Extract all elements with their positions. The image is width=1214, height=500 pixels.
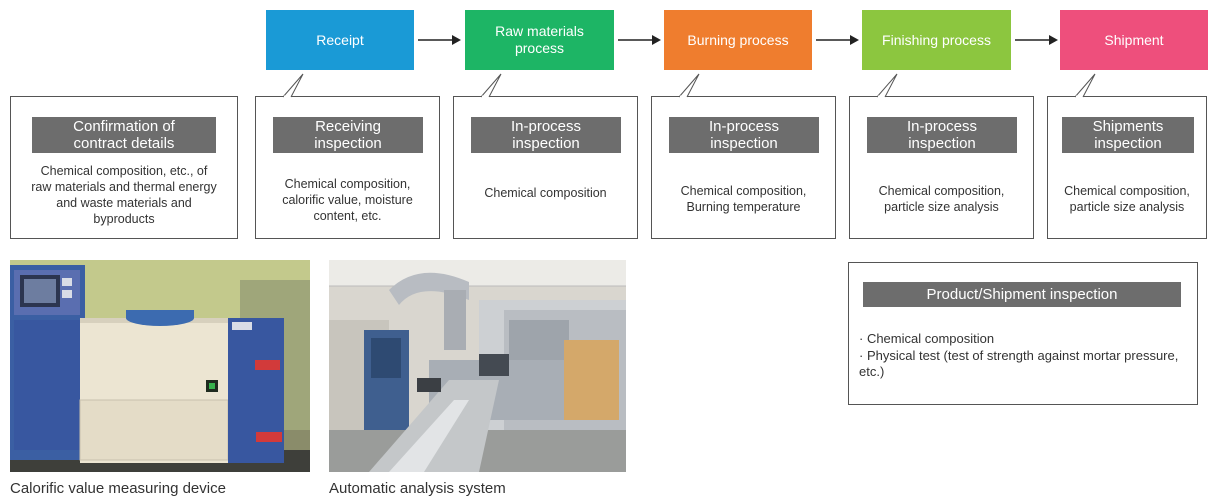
inspection-title: Shipments inspection xyxy=(1062,117,1194,153)
flow-arrow-icon xyxy=(418,35,461,45)
inspection-text: Chemical composition, particle size anal… xyxy=(1064,184,1190,214)
calorific-device-photo xyxy=(10,260,310,472)
analysis-system-photo xyxy=(329,260,626,472)
inspection-box-shipments: Shipments inspection Chemical compositio… xyxy=(1047,96,1207,239)
callout-pointer-icon xyxy=(480,73,502,98)
inspection-title: In-process inspection xyxy=(669,117,819,153)
inspection-box-contract: Confirmation of contract details Chemica… xyxy=(10,96,238,239)
photo-caption: Calorific value measuring device xyxy=(10,480,226,497)
inspection-title: Receiving inspection xyxy=(273,117,423,153)
inspection-title: In-process inspection xyxy=(471,117,621,153)
list-item: · Physical test (test of strength agains… xyxy=(859,348,1179,379)
callout-pointer-icon xyxy=(1074,73,1096,98)
process-raw-materials: Raw materials process xyxy=(465,10,614,70)
product-inspection-title: Product/Shipment inspection xyxy=(863,282,1181,307)
photo-caption: Automatic analysis system xyxy=(329,480,506,497)
inspection-text: Chemical composition, particle size anal… xyxy=(878,184,1005,214)
product-inspection-list: · Chemical composition · Physical test (… xyxy=(859,331,1189,381)
process-label: Finishing process xyxy=(882,31,991,48)
process-label: Burning process xyxy=(687,31,789,48)
inspection-title: Confirmation of contract details xyxy=(32,117,216,153)
process-receipt: Receipt xyxy=(266,10,414,70)
inspection-text: Chemical composition, etc., of raw mater… xyxy=(31,164,217,226)
process-label: Raw materials process xyxy=(495,23,584,56)
inspection-text: Chemical composition xyxy=(484,186,607,200)
inspection-title: In-process inspection xyxy=(867,117,1017,153)
inspection-box-raw-materials: In-process inspection Chemical compositi… xyxy=(453,96,638,239)
inspection-text: Chemical composition, Burning temperatur… xyxy=(680,184,807,214)
inspection-box-finishing: In-process inspection Chemical compositi… xyxy=(849,96,1034,239)
list-item: · Chemical composition xyxy=(859,331,995,346)
inspection-text: Chemical composition, calorific value, m… xyxy=(282,177,413,223)
flow-arrow-icon xyxy=(816,35,859,45)
flow-arrow-icon xyxy=(618,35,661,45)
callout-pointer-icon xyxy=(282,73,304,98)
process-shipment: Shipment xyxy=(1060,10,1208,70)
process-label: Shipment xyxy=(1104,31,1164,48)
process-finishing: Finishing process xyxy=(862,10,1011,70)
flow-arrow-icon xyxy=(1015,35,1058,45)
callout-pointer-icon xyxy=(678,73,700,98)
product-inspection-box: Product/Shipment inspection · Chemical c… xyxy=(848,262,1198,405)
process-burning: Burning process xyxy=(664,10,812,70)
inspection-box-burning: In-process inspection Chemical compositi… xyxy=(651,96,836,239)
process-label: Receipt xyxy=(316,31,364,48)
callout-pointer-icon xyxy=(876,73,898,98)
inspection-box-receiving: Receiving inspection Chemical compositio… xyxy=(255,96,440,239)
